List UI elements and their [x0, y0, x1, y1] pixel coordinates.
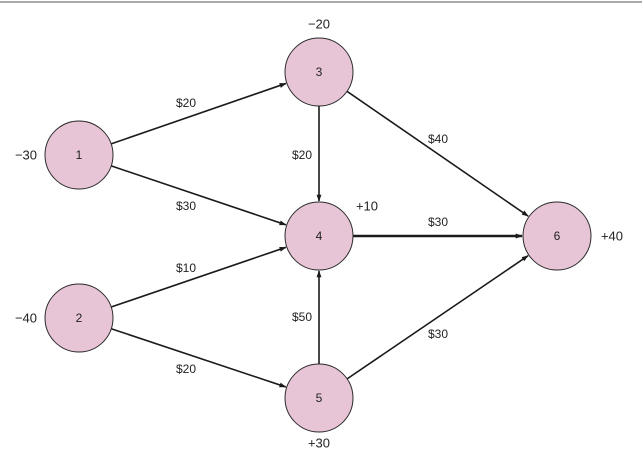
node-1: 1 −30 [15, 120, 114, 190]
node-2-label: 2 [76, 311, 83, 325]
node-4: 4 +10 [284, 199, 378, 271]
node-3-label: 3 [316, 65, 323, 79]
node-4-label: 4 [316, 229, 323, 243]
node-5-supply: +30 [308, 436, 330, 451]
edge-1-4-arrow [110, 165, 287, 226]
node-3: 3 −20 [284, 17, 354, 107]
edge-3-4-cost: $20 [292, 148, 312, 162]
edge-5-4-cost: $50 [292, 310, 312, 324]
node-6-supply: +40 [601, 229, 623, 244]
node-5: 5 +30 [284, 363, 354, 451]
node-2: 2 −40 [15, 283, 114, 353]
node-6: 6 +40 [522, 201, 623, 271]
node-5-label: 5 [316, 391, 323, 405]
node-2-circle [44, 283, 114, 353]
node-6-label: 6 [554, 229, 561, 243]
edge-2-4-cost: $10 [176, 261, 196, 275]
node-1-supply: −30 [15, 148, 37, 163]
edge-2-5-arrow [111, 327, 287, 388]
edge-1-3-arrow [110, 82, 287, 145]
node-3-supply: −20 [308, 17, 330, 32]
node-4-circle [284, 201, 354, 271]
edge-2-5-cost: $20 [176, 362, 196, 376]
node-6-circle [522, 201, 592, 271]
edges-layer: $20 $30 $10 $20 $20 $40 $30 $50 $30 [110, 82, 529, 388]
node-2-supply: −40 [15, 311, 37, 326]
node-1-label: 1 [76, 148, 83, 162]
node-5-circle [284, 363, 354, 433]
edge-2-4-arrow [110, 246, 287, 308]
edge-1-3-cost: $20 [176, 96, 196, 110]
edge-1-4-cost: $30 [176, 199, 196, 213]
edge-3-6-cost: $40 [428, 132, 448, 146]
edge-3-6-arrow [346, 90, 529, 217]
nodes-layer: 1 −30 2 −40 3 −20 4 +10 5 +30 6 +40 [15, 17, 623, 451]
node-4-supply: +10 [356, 199, 378, 214]
edge-5-6-arrow [346, 255, 529, 380]
edge-4-6-cost: $30 [428, 215, 448, 229]
node-3-circle [284, 37, 354, 107]
node-1-circle [44, 120, 114, 190]
edge-5-6-cost: $30 [428, 327, 448, 341]
